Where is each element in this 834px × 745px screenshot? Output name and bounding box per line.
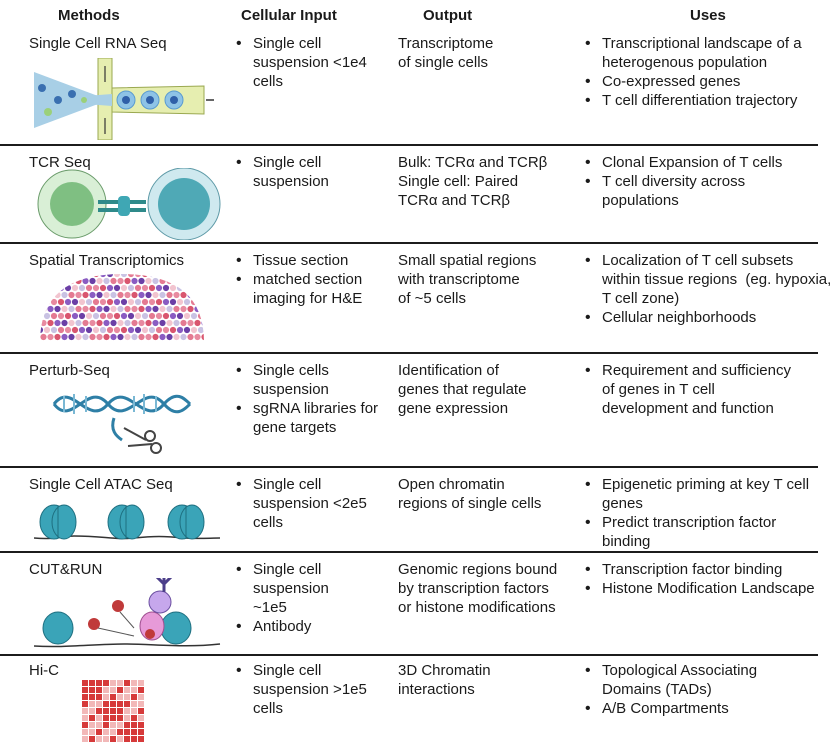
list-item: Clonal Expansion of T cells: [584, 153, 834, 172]
list-item: T cell diversity across populations: [584, 172, 784, 210]
list-item: Single cell suspension >1e5 cells: [235, 661, 380, 718]
method-hic: Hi-C: [29, 662, 59, 679]
uses-hic: Topological Associating Domains (TADs) A…: [584, 661, 809, 718]
uses-cutandrun: Transcription factor binding Histone Mod…: [584, 560, 832, 598]
row-divider: [0, 654, 818, 656]
spatial-spot-array-icon: [40, 274, 204, 341]
list-item: Tissue section: [235, 251, 385, 270]
list-item: Localization of T cell subsets within ti…: [584, 251, 832, 308]
uses-spatial: Localization of T cell subsets within ti…: [584, 251, 832, 327]
row-divider: [0, 144, 818, 146]
input-spatial: Tissue section matched section imaging f…: [235, 251, 385, 308]
input-scrnaseq: Single cell suspension <1e4 cells: [235, 34, 380, 91]
header-cellular-input: Cellular Input: [241, 7, 337, 24]
uses-scrnaseq: Transcriptional landscape of a heterogen…: [584, 34, 832, 110]
list-item: Predict transcription factor binding: [584, 513, 816, 551]
row-divider: [0, 551, 818, 553]
list-item: Single cells suspension: [235, 361, 380, 399]
list-item: Epigenetic priming at key T cell genes: [584, 475, 816, 513]
uses-perturbseq: Requirement and sufficiency of genes in …: [584, 361, 799, 418]
input-tcrseq: Single cell suspension: [235, 153, 375, 191]
input-atacseq: Single cell suspension <2e5 cells: [235, 475, 380, 532]
header-methods: Methods: [58, 7, 120, 24]
method-scrnaseq: Single Cell RNA Seq: [29, 35, 167, 52]
row-divider: [0, 466, 818, 468]
list-item: T cell differentiation trajectory: [584, 91, 832, 110]
row-divider: [0, 352, 818, 354]
method-cutandrun: CUT&RUN: [29, 561, 103, 578]
list-item: Transcriptional landscape of a heterogen…: [584, 34, 832, 72]
list-item: Single cell suspension <1e4 cells: [235, 34, 380, 91]
header-output: Output: [423, 7, 473, 24]
list-item: Histone Modification Landscape: [584, 579, 832, 598]
input-cutandrun: Single cell suspension ~1e5 Antibody: [235, 560, 380, 636]
list-item: Single cell suspension <2e5 cells: [235, 475, 380, 532]
list-item: Requirement and sufficiency of genes in …: [584, 361, 799, 418]
input-hic: Single cell suspension >1e5 cells: [235, 661, 380, 718]
header-uses: Uses: [690, 7, 726, 24]
dna-scissors-icon: [52, 394, 192, 454]
nucleosome-chromatin-icon: [34, 504, 221, 540]
row-divider: [0, 242, 818, 244]
method-tcrseq: TCR Seq: [29, 154, 91, 171]
list-item: matched section imaging for H&E: [235, 270, 378, 308]
list-item: Cellular neighborhoods: [584, 308, 832, 327]
uses-tcrseq: Clonal Expansion of T cells T cell diver…: [584, 153, 784, 210]
uses-atacseq: Epigenetic priming at key T cell genes P…: [584, 475, 816, 551]
list-item: A/B Compartments: [584, 699, 809, 718]
input-perturbseq: Single cells suspension sgRNA libraries …: [235, 361, 380, 437]
method-spatial: Spatial Transcriptomics: [29, 252, 185, 269]
tcr-cell-pair-icon: [37, 168, 221, 240]
microfluidic-droplet-icon: [34, 58, 214, 140]
antibody-nucleosome-icon: [34, 578, 221, 648]
list-item: Topological Associating Domains (TADs): [584, 661, 809, 699]
contact-matrix-icon: [82, 680, 144, 742]
list-item: Transcription factor binding: [584, 560, 832, 579]
list-item: Antibody: [235, 617, 380, 636]
list-item: Single cell suspension ~1e5: [235, 560, 343, 617]
list-item: Co-expressed genes: [584, 72, 832, 91]
list-item: Single cell suspension: [235, 153, 343, 191]
list-item: sgRNA libraries for gene targets: [235, 399, 380, 437]
method-atacseq: Single Cell ATAC Seq: [29, 476, 173, 493]
method-perturbseq: Perturb-Seq: [29, 362, 110, 379]
